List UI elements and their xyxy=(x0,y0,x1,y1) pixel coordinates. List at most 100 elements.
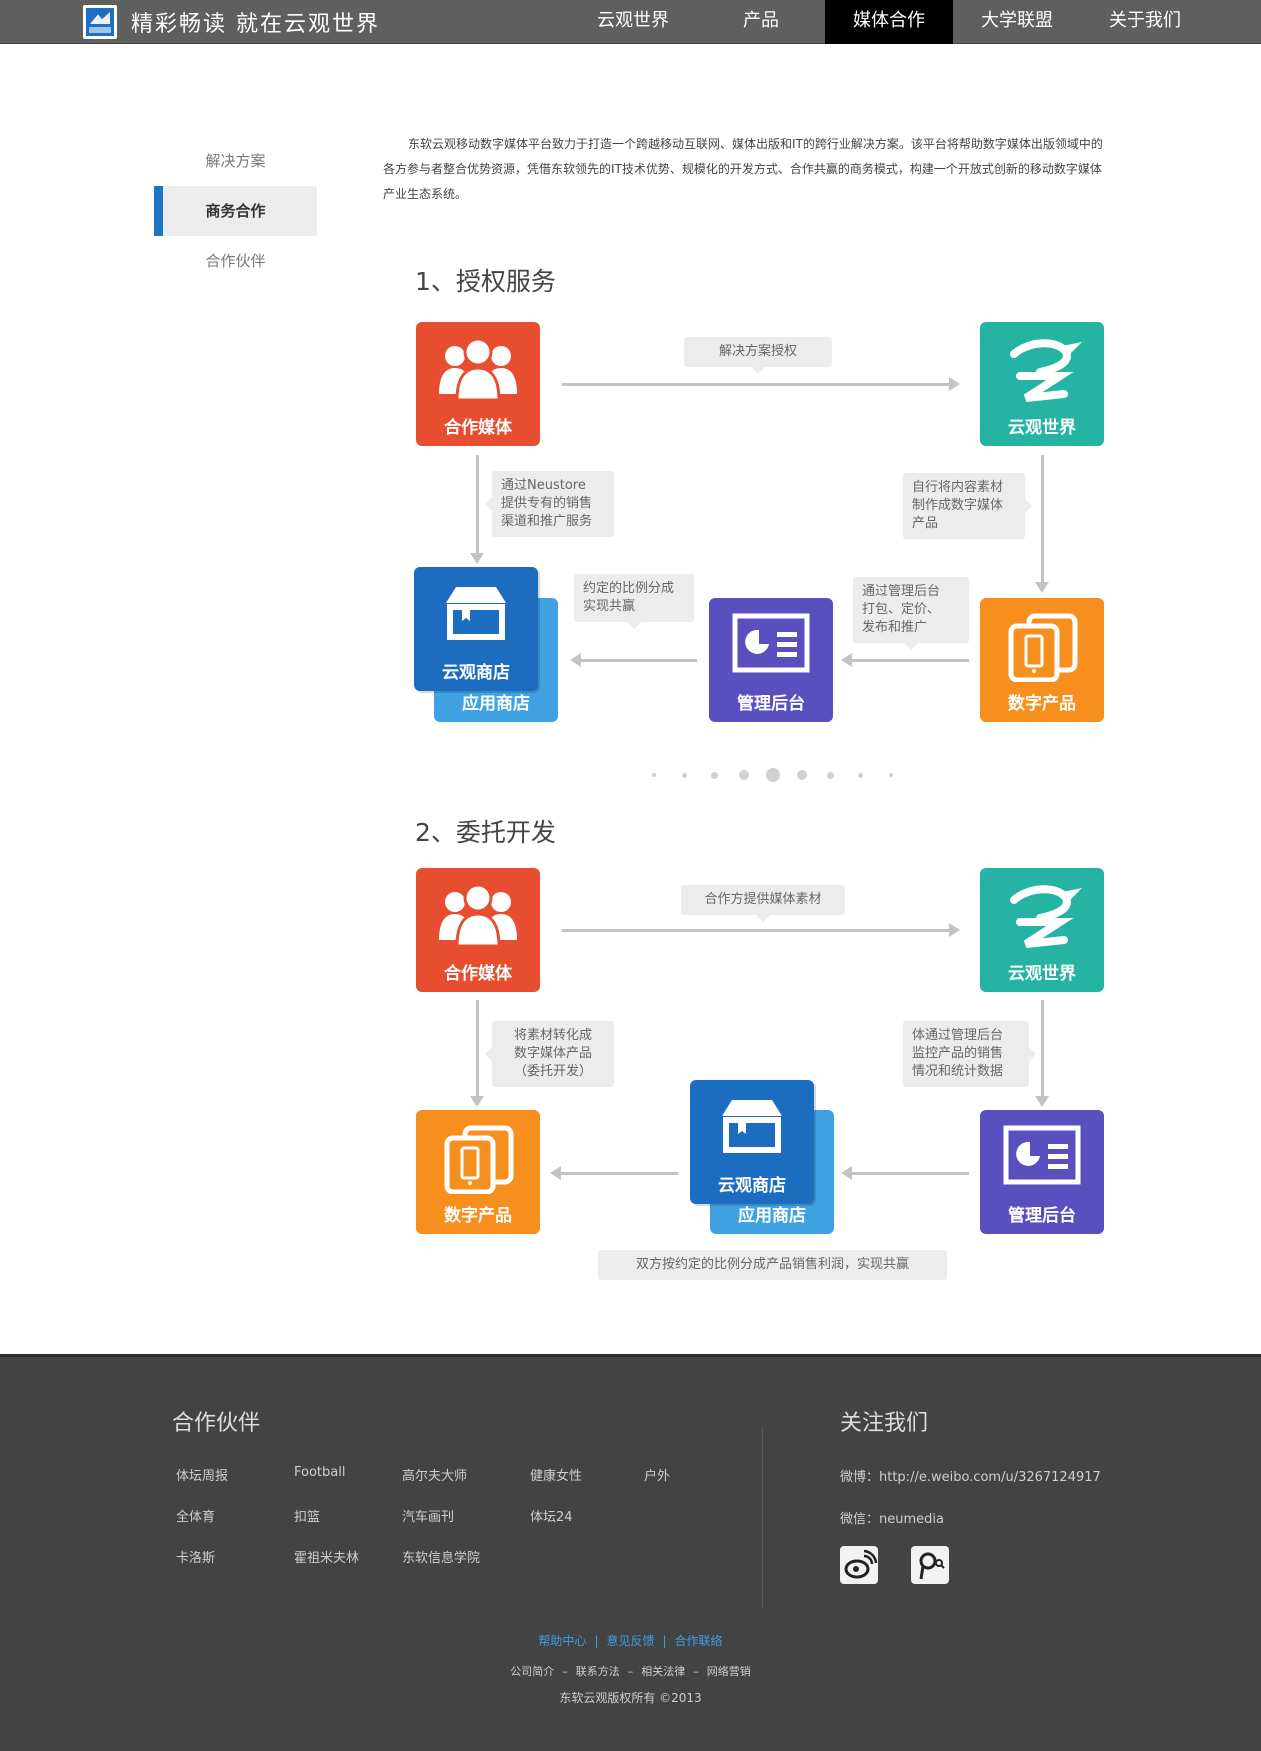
arrow-media-to-yunguan xyxy=(562,377,960,391)
weibo-icon[interactable] xyxy=(840,1546,878,1584)
carousel-dot[interactable] xyxy=(889,773,893,777)
tencent-weibo-icon[interactable] xyxy=(911,1546,949,1584)
nav-item-yunguan[interactable]: 云观世界 xyxy=(597,10,669,31)
storefront-icon xyxy=(446,587,506,640)
bubble-line: 监控产品的销售 xyxy=(912,1046,1004,1061)
weixin-id: 微信：neumedia xyxy=(840,1512,944,1527)
tile-admin-backend: 管理后台 xyxy=(980,1110,1104,1234)
marketing-link[interactable]: 网络营销 xyxy=(706,1665,751,1678)
help-center-link[interactable]: 帮助中心 xyxy=(538,1634,587,1648)
carousel-dot[interactable] xyxy=(858,773,863,778)
tile-label: 云观世界 xyxy=(1008,418,1076,438)
bubble-line: 将素材转化成 xyxy=(513,1028,592,1043)
bubble-revenue-split: 双方按约定的比例分成产品销售利润，实现共赢 xyxy=(598,1250,947,1280)
footer-help-links: 帮助中心|意见反馈|合作联络 xyxy=(538,1634,723,1648)
bubble-media-material: 合作方提供媒体素材 xyxy=(681,885,845,922)
sidebar-item-partners[interactable]: 合作伙伴 xyxy=(205,252,266,270)
partner-link[interactable]: 东软信息学院 xyxy=(402,1551,481,1566)
carousel-dot[interactable] xyxy=(652,773,656,777)
tile-label: 应用商店 xyxy=(462,694,530,714)
legal-link[interactable]: 相关法律 xyxy=(641,1665,686,1678)
partner-link[interactable]: 高尔夫大师 xyxy=(402,1469,468,1484)
nav-item-about[interactable]: 关于我们 xyxy=(1109,10,1181,31)
cooperation-contact-link[interactable]: 合作联络 xyxy=(674,1634,723,1648)
partner-link[interactable]: 霍祖米夫林 xyxy=(294,1551,360,1566)
partner-link[interactable]: 汽车画刊 xyxy=(402,1510,455,1525)
nav-item-products[interactable]: 产品 xyxy=(743,10,779,31)
weibo-glyph-icon xyxy=(844,1549,878,1579)
bubble-solution-license: 解决方案授权 xyxy=(684,337,832,374)
tile-digital-product: 数字产品 xyxy=(980,598,1104,722)
partner-link[interactable]: 体坛24 xyxy=(530,1510,573,1525)
arrow-media-to-yunguan xyxy=(562,923,960,937)
arrow-store-to-digital xyxy=(550,1166,678,1180)
tile-label: 云观商店 xyxy=(442,663,510,683)
arrow-admin-to-store xyxy=(841,1166,969,1180)
intro-paragraph: 东软云观移动数字媒体平台致力于打造一个跨越移动互联网、媒体出版和IT的跨行业解决… xyxy=(383,137,1103,201)
site-slogan: 精彩畅读 就在云观世界 xyxy=(131,12,380,37)
bubble-line: 自行将内容素材 xyxy=(912,480,1004,495)
bubble-line: 体通过管理后台 xyxy=(912,1028,1004,1043)
bubble-line: 渠道和推广服务 xyxy=(501,514,593,529)
people-icon xyxy=(439,337,517,402)
carousel-dot[interactable] xyxy=(797,770,807,780)
tile-label: 管理后台 xyxy=(1008,1206,1076,1226)
sidebar: 解决方案 商务合作 合作伙伴 xyxy=(154,136,317,286)
tile-partner-media: 合作媒体 xyxy=(416,868,540,992)
tile-label: 云观商店 xyxy=(718,1176,786,1196)
arrow-media-to-digital xyxy=(470,1000,484,1107)
copyright: 东软云观版权所有 ©2013 xyxy=(559,1691,702,1705)
carousel-dot[interactable] xyxy=(711,772,718,779)
tile-digital-product: 数字产品 xyxy=(416,1110,540,1234)
bubble-line: 制作成数字媒体 xyxy=(912,498,1004,513)
arrow-admin-to-store xyxy=(570,653,697,667)
carousel-dot[interactable] xyxy=(682,773,687,778)
section-title-commissioned-dev: 2、委托开发 xyxy=(415,818,556,847)
bubble-neustore-channel: 通过Neustore 提供专有的销售 渠道和推广服务 xyxy=(485,471,614,537)
people-icon xyxy=(439,883,517,948)
partner-link[interactable]: 全体育 xyxy=(176,1510,216,1525)
nav-item-media-cooperation[interactable]: 媒体合作 xyxy=(825,0,953,44)
footer-divider xyxy=(762,1427,763,1607)
bubble-monitor-sales: 体通过管理后台 监控产品的销售 情况和统计数据 xyxy=(903,1021,1036,1087)
contact-link[interactable]: 联系方法 xyxy=(575,1665,620,1678)
partner-link[interactable]: 健康女性 xyxy=(530,1469,583,1484)
weibo-link[interactable]: 微博：http://e.weibo.com/u/3267124917 xyxy=(840,1470,1101,1485)
sidebar-item-solutions[interactable]: 解决方案 xyxy=(205,152,266,170)
feedback-link[interactable]: 意见反馈 xyxy=(606,1634,655,1648)
dashboard-icon xyxy=(732,613,810,673)
arrow-media-to-store xyxy=(470,455,484,564)
tile-label: 云观世界 xyxy=(1008,964,1076,984)
bubble-line: 约定的比例分成 xyxy=(583,581,675,596)
bubble-line: 情况和统计数据 xyxy=(912,1064,1004,1079)
logo[interactable] xyxy=(83,5,117,39)
partner-link[interactable]: 扣篮 xyxy=(294,1510,321,1525)
carousel-dot[interactable] xyxy=(827,772,834,779)
tile-yunguan-store: 云观商店 xyxy=(690,1080,814,1204)
arrow-yunguan-to-admin xyxy=(1035,1000,1049,1107)
partner-link[interactable]: 卡洛斯 xyxy=(176,1551,216,1566)
tile-label: 合作媒体 xyxy=(444,964,512,984)
footer-info-links: 公司简介–联系方法–相关法律–网络营销 xyxy=(510,1665,751,1678)
tile-label: 应用商店 xyxy=(738,1206,806,1226)
sidebar-item-business[interactable]: 商务合作 xyxy=(154,186,317,236)
partner-link[interactable]: 户外 xyxy=(644,1469,671,1484)
tile-yunguan-world: 云观世界 xyxy=(980,322,1104,446)
partner-link[interactable]: Football xyxy=(294,1465,346,1480)
tile-admin-backend: 管理后台 xyxy=(709,598,833,722)
bubble-line: 提供专有的销售 xyxy=(501,496,593,511)
carousel-dot-active[interactable] xyxy=(766,768,780,782)
bubble-line: 打包、定价、 xyxy=(862,602,941,617)
tablet-icon xyxy=(444,1125,514,1194)
top-header: 精彩畅读 就在云观世界 云观世界 产品 媒体合作 大学联盟 关于我们 xyxy=(0,0,1261,44)
bubble-line: 通过Neustore xyxy=(501,478,586,493)
company-intro-link[interactable]: 公司简介 xyxy=(510,1665,555,1678)
tile-yunguan-store: 云观商店 xyxy=(414,567,538,691)
tile-label: 合作媒体 xyxy=(444,418,512,438)
bubble-package-publish: 通过管理后台 打包、定价、 发布和推广 xyxy=(853,577,969,650)
arrow-yunguan-to-digital xyxy=(1035,455,1049,593)
carousel-dot[interactable] xyxy=(739,770,749,780)
partner-link[interactable]: 体坛周报 xyxy=(176,1469,229,1484)
tile-label: 数字产品 xyxy=(1008,694,1076,714)
nav-item-university[interactable]: 大学联盟 xyxy=(981,10,1053,31)
